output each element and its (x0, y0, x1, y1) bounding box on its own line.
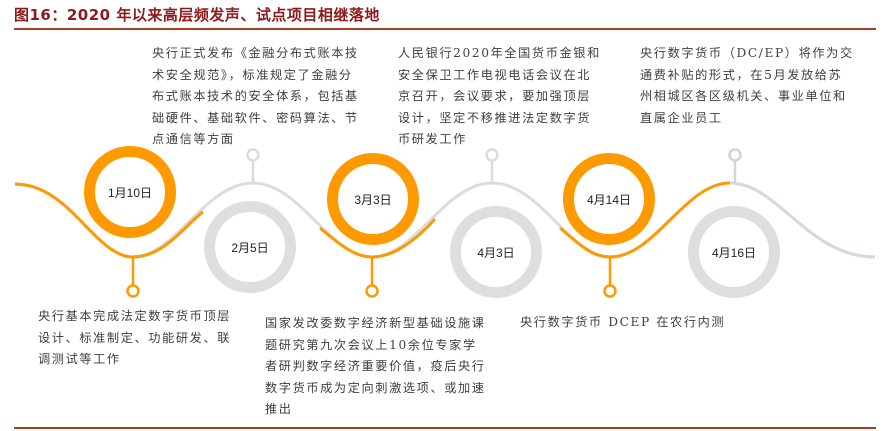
note-line: 州相城区各区级机关、事业单位和 (640, 89, 847, 103)
note-line: 者研判数字经济重要价值，疫后央行 (265, 359, 486, 373)
note-line: 数字货币成为定向刺激选项、或加速 (265, 380, 486, 395)
note-line: 术安全规范》，标准规定了金融分 (152, 67, 353, 82)
note-line: 央行数字货币 DCEP 在农行内测 (520, 315, 726, 329)
date-ring-2 (204, 201, 296, 293)
date-ring-3 (327, 153, 419, 245)
date-ring-6 (688, 206, 780, 298)
note-line: 设计，坚定不移推进法定数字货 (398, 110, 592, 125)
event-note-4: 人民银行2020年全国货币金银和 安全保卫工作电视电话会议在北 京召开，会议要求… (398, 43, 601, 151)
pin-5 (603, 257, 617, 298)
date-label-4: 4月3日 (477, 246, 515, 260)
timeline-wave-tail (729, 181, 876, 259)
event-note-2: 央行正式发布《金融分布式账本技 术安全规范》，标准规定了金融分 布式账本技术的安… (152, 43, 359, 151)
pin-6 (728, 148, 742, 183)
date-label-5: 4月14日 (586, 193, 632, 207)
pin-2 (246, 148, 260, 183)
note-line: 央行正式发布《金融分布式账本技 (152, 46, 359, 60)
timeline-wave-active-2 (319, 217, 437, 259)
pin-4 (485, 148, 499, 183)
event-note-3: 国家发改委数字经济新型基础设施课 题研究第九次会议上10余位专家学 者研判数字经… (265, 313, 486, 421)
event-note-6: 央行数字货币（DC/EP）将作为交 通费补贴的形式，在5月发放给苏 州相城区各区… (640, 43, 854, 129)
bottom-rule (14, 427, 876, 429)
date-label-3: 3月3日 (354, 193, 392, 207)
note-line: 安全保卫工作电视电话会议在北 (398, 67, 592, 82)
note-line: 础硬件、基础软件、密码算法、节 (152, 110, 359, 125)
date-label-2: 2月5日 (231, 241, 269, 255)
pin-3 (365, 257, 379, 298)
note-line: 人民银行2020年全国货币金银和 (398, 46, 601, 60)
note-line: 推出 (265, 402, 293, 416)
note-line: 通费补贴的形式，在5月发放给苏 (640, 67, 843, 82)
event-note-1: 央行基本完成法定数字货币顶层 设计、标准制定、功能研发、联 调测试等工作 (38, 306, 231, 371)
pin-1 (126, 257, 140, 298)
note-line: 布式账本技术的安全体系，包括基 (152, 89, 359, 103)
note-line: 币研发工作 (398, 132, 467, 146)
figure-title: 图16：2020 年以来高层频发声、试点项目相继落地 (14, 6, 380, 24)
note-line: 京召开，会议要求，要加强顶层 (398, 89, 592, 103)
date-ring-5 (563, 153, 655, 245)
note-line: 调测试等工作 (38, 352, 121, 366)
timeline-wave-active-1 (14, 182, 204, 259)
note-line: 题研究第九次会议上10余位专家学 (265, 337, 477, 352)
note-line: 央行基本完成法定数字货币顶层 (38, 309, 232, 323)
date-label-6: 4月16日 (711, 246, 757, 260)
event-note-5: 央行数字货币 DCEP 在农行内测 (520, 312, 725, 334)
note-line: 国家发改委数字经济新型基础设施课 (265, 316, 486, 330)
date-ring-4 (450, 206, 542, 298)
timeline-wave-active-3 (559, 181, 731, 259)
date-label-1: 1月10日 (107, 186, 153, 200)
note-line: 直属企业员工 (640, 110, 723, 125)
note-line: 央行数字货币（DC/EP）将作为交 (640, 46, 854, 60)
title-rule (14, 28, 876, 30)
date-ring-1 (84, 146, 176, 238)
note-line: 设计、标准制定、功能研发、联 (38, 330, 232, 345)
note-line: 点通信等方面 (152, 132, 235, 146)
